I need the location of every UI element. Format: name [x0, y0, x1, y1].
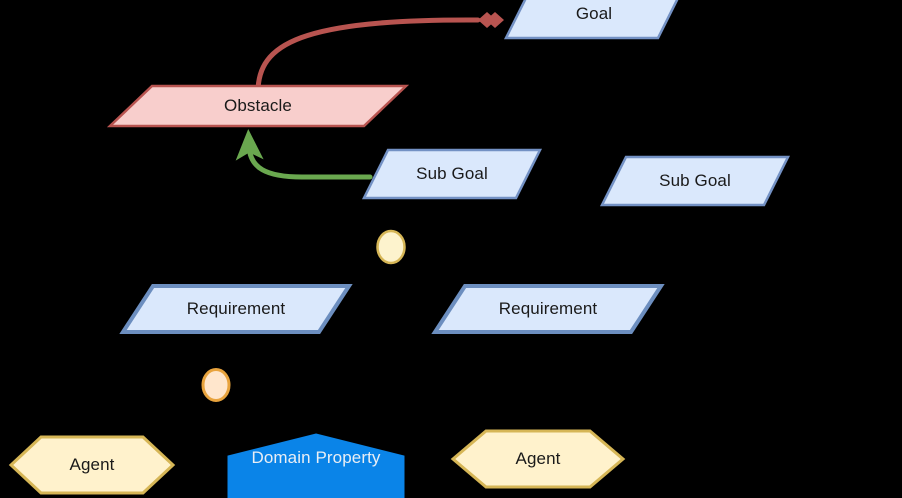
- sub-goal-shape: [599, 155, 791, 207]
- refinement-circle: [376, 229, 406, 265]
- sub-goal-shape: [361, 148, 543, 200]
- requirement-shape: [431, 284, 665, 334]
- goal-shape: [503, 0, 679, 40]
- node-domain-property[interactable]: Domain Property: [227, 433, 405, 498]
- node-sub-goal-2[interactable]: Sub Goal: [599, 155, 791, 207]
- node-agent-2[interactable]: Agent: [450, 428, 626, 490]
- obstacle-shape: [106, 84, 410, 128]
- domain-property-shape: [227, 433, 405, 498]
- refinement-circle: [201, 368, 231, 402]
- agent-shape: [450, 429, 626, 489]
- agent-shape: [8, 435, 176, 495]
- edge-obstruction[interactable]: [255, 12, 504, 95]
- node-refinement-2[interactable]: [200, 366, 232, 404]
- node-refinement-1[interactable]: [375, 228, 407, 266]
- node-requirement-1[interactable]: Requirement: [119, 283, 353, 335]
- edge-resolution[interactable]: [235, 129, 373, 180]
- node-goal[interactable]: Goal: [503, 0, 684, 40]
- double-diamond-marker: [478, 12, 504, 28]
- node-agent-1[interactable]: Agent: [8, 434, 176, 496]
- node-obstacle[interactable]: Obstacle: [106, 84, 410, 128]
- node-requirement-2[interactable]: Requirement: [431, 283, 665, 335]
- node-sub-goal-1[interactable]: Sub Goal: [361, 148, 543, 200]
- requirement-shape: [119, 284, 353, 334]
